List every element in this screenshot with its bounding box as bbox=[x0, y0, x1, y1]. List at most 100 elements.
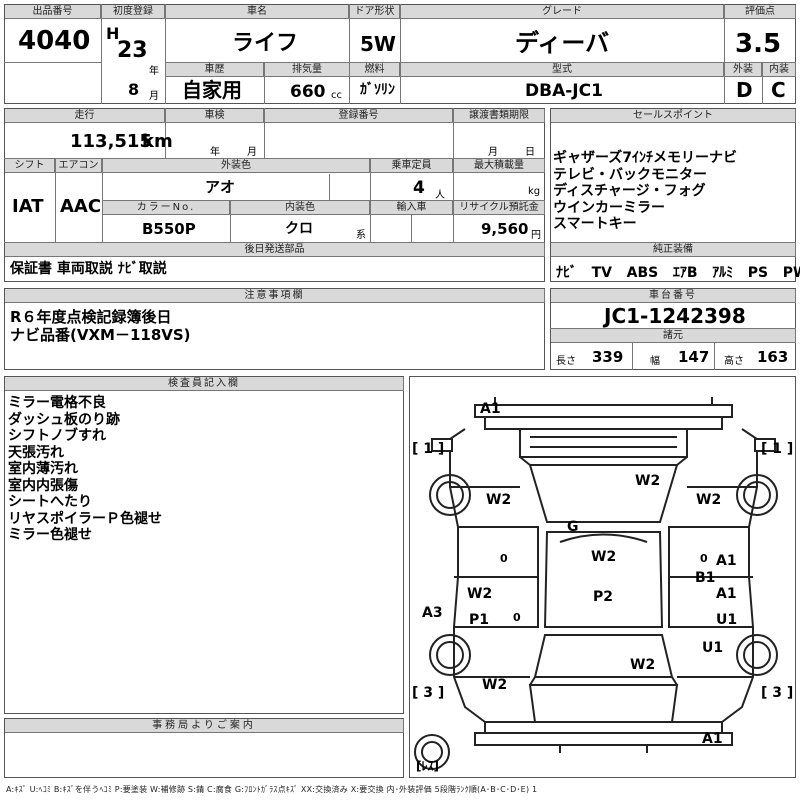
width-label: 幅 bbox=[650, 356, 660, 367]
car-name: ライフ bbox=[232, 31, 299, 56]
grade-label: グレード bbox=[401, 5, 724, 19]
dims-label: 諸元 bbox=[551, 329, 796, 343]
history: 自家用 bbox=[182, 78, 242, 102]
spare-label: [ﾚｽ] bbox=[416, 759, 439, 773]
displacement-label: 排気量 bbox=[265, 63, 350, 77]
damage-mark: W2 bbox=[467, 586, 493, 602]
legend: A:ｷｽﾞ U:ﾍｺﾐ B:ｷｽﾞを伴うﾍｺﾐ P:要塗装 W:補修跡 S:錆 … bbox=[6, 785, 538, 794]
ext-label: 外装 bbox=[725, 63, 762, 77]
name-label: 車名 bbox=[166, 5, 349, 19]
damage-mark: 0 bbox=[500, 552, 508, 565]
score: 3.5 bbox=[735, 29, 782, 59]
damage-mark: W2 bbox=[696, 492, 722, 508]
damage-mark: W2 bbox=[482, 677, 508, 693]
bracket-rear-left: [ 3 ] bbox=[412, 685, 445, 701]
equipment-item: PW bbox=[782, 265, 800, 281]
chassis-number: JC1-1242398 bbox=[604, 304, 746, 328]
damage-mark: W2 bbox=[630, 657, 656, 673]
inspection-month-unit: 月 bbox=[247, 147, 257, 158]
load-label: 最大積載量 bbox=[454, 159, 545, 173]
car-outline bbox=[414, 397, 778, 770]
bracket-rear-right: [ 3 ] bbox=[761, 685, 794, 701]
later-parts-label: 後日発送部品 bbox=[5, 243, 545, 257]
transfer-day-unit: 日 bbox=[525, 147, 535, 158]
inspector-line: リヤスポイラーＰ色褪せ bbox=[8, 510, 162, 527]
equipment-item: ABS bbox=[626, 265, 659, 281]
damage-mark: W2 bbox=[486, 492, 512, 508]
transfer-label: 譲渡書類期限 bbox=[454, 109, 545, 123]
inspection-label: 車検 bbox=[166, 109, 264, 123]
chassis-label: 車台番号 bbox=[551, 289, 796, 303]
ac-label: エアコン bbox=[56, 159, 102, 173]
inspector-line: ミラー電格不良 bbox=[8, 395, 106, 411]
damage-mark: U1 bbox=[716, 612, 738, 628]
model: DBA-JC1 bbox=[525, 81, 603, 101]
capacity-unit: 人 bbox=[435, 190, 445, 201]
inspector-block bbox=[4, 376, 404, 714]
damage-mark: W2 bbox=[635, 473, 661, 489]
sales-line: ギャザーズ7ｲﾝﾁメモリーナビ bbox=[553, 150, 738, 166]
inspector-line: 室内薄汚れ bbox=[8, 461, 78, 477]
inspector-line: シフトノブすれ bbox=[8, 428, 106, 444]
displacement: 660 bbox=[290, 82, 326, 102]
length-label: 長さ bbox=[556, 356, 576, 367]
bracket-front-right: [ 1 ] bbox=[761, 441, 794, 457]
color-no: B550P bbox=[142, 220, 196, 238]
damage-mark: P2 bbox=[593, 589, 614, 605]
month-unit: 月 bbox=[149, 91, 159, 102]
cc-unit: cc bbox=[331, 90, 342, 101]
note-line: ナビ品番(VXM－118VS) bbox=[10, 326, 191, 344]
damage-mark: A3 bbox=[422, 605, 443, 621]
damage-mark: G bbox=[567, 519, 579, 535]
shift: IAT bbox=[12, 196, 44, 217]
load-unit: kg bbox=[528, 186, 541, 197]
fuel: ｶﾞｿﾘﾝ bbox=[360, 82, 395, 98]
import-label: 輸入車 bbox=[371, 201, 453, 215]
int-grade: C bbox=[771, 78, 786, 102]
reg-year: 23 bbox=[117, 38, 148, 63]
grade: ディーバ bbox=[515, 29, 610, 57]
sales-line: ウインカーミラー bbox=[553, 199, 665, 216]
mileage-unit: km bbox=[142, 131, 173, 152]
height-label: 高さ bbox=[724, 356, 744, 367]
mileage: 113,515 bbox=[70, 131, 152, 152]
inspector-line: ミラー色褪せ bbox=[8, 527, 92, 543]
height: 163 bbox=[757, 348, 789, 366]
ac: AAC bbox=[60, 196, 102, 217]
inspector-line: ダッシュ板のり跡 bbox=[8, 411, 120, 428]
length: 339 bbox=[592, 348, 624, 366]
sales-line: ディスチャージ・フォグ bbox=[553, 183, 706, 199]
inspector-line: 室内内張傷 bbox=[8, 477, 78, 494]
exterior-color: アオ bbox=[205, 178, 236, 196]
mileage-label: 走行 bbox=[5, 109, 165, 123]
notes-lines: R６年度点検記録簿後日 ナビ品番(VXM－118VS) bbox=[10, 308, 191, 344]
shift-label: シフト bbox=[5, 159, 55, 173]
equipment-item: ｱﾙﾐ bbox=[712, 265, 734, 281]
color-label: 外装色 bbox=[103, 159, 370, 173]
recycle-fee: 9,560 bbox=[481, 220, 529, 238]
equipment-item: PS bbox=[747, 265, 769, 281]
model-label: 型式 bbox=[401, 63, 724, 77]
capacity-label: 乗車定員 bbox=[371, 159, 453, 173]
damage-mark: W2 bbox=[591, 549, 617, 565]
equipment-list: ﾅﾋﾞ TV ABS ｴｱB ｱﾙﾐ PS PW bbox=[556, 262, 800, 282]
bracket-front-left: [ 1 ] bbox=[412, 441, 445, 457]
recycle-unit: 円 bbox=[531, 230, 541, 241]
door-type: 5W bbox=[360, 32, 396, 56]
inspector-line: シートへたり bbox=[8, 494, 92, 510]
int-label: 内装 bbox=[763, 63, 796, 77]
note-line: R６年度点検記録簿後日 bbox=[10, 308, 172, 326]
damage-mark: A1 bbox=[716, 553, 737, 569]
history-label: 車歴 bbox=[166, 63, 264, 77]
interior-color: クロ bbox=[285, 221, 313, 237]
transfer-month-unit: 月 bbox=[488, 147, 498, 158]
damage-mark: U1 bbox=[702, 640, 724, 656]
sales-line: テレビ・バックモニター bbox=[553, 166, 707, 183]
door-label: ドア形状 bbox=[350, 5, 400, 19]
inspector-label: 検査員記入欄 bbox=[5, 377, 404, 391]
regnum-label: 登録番号 bbox=[265, 109, 453, 123]
year-unit: 年 bbox=[149, 66, 159, 77]
interior-color-suffix: 系 bbox=[356, 230, 366, 241]
notes-label: 注意事項欄 bbox=[5, 289, 545, 303]
damage-mark: A1 bbox=[480, 401, 501, 417]
